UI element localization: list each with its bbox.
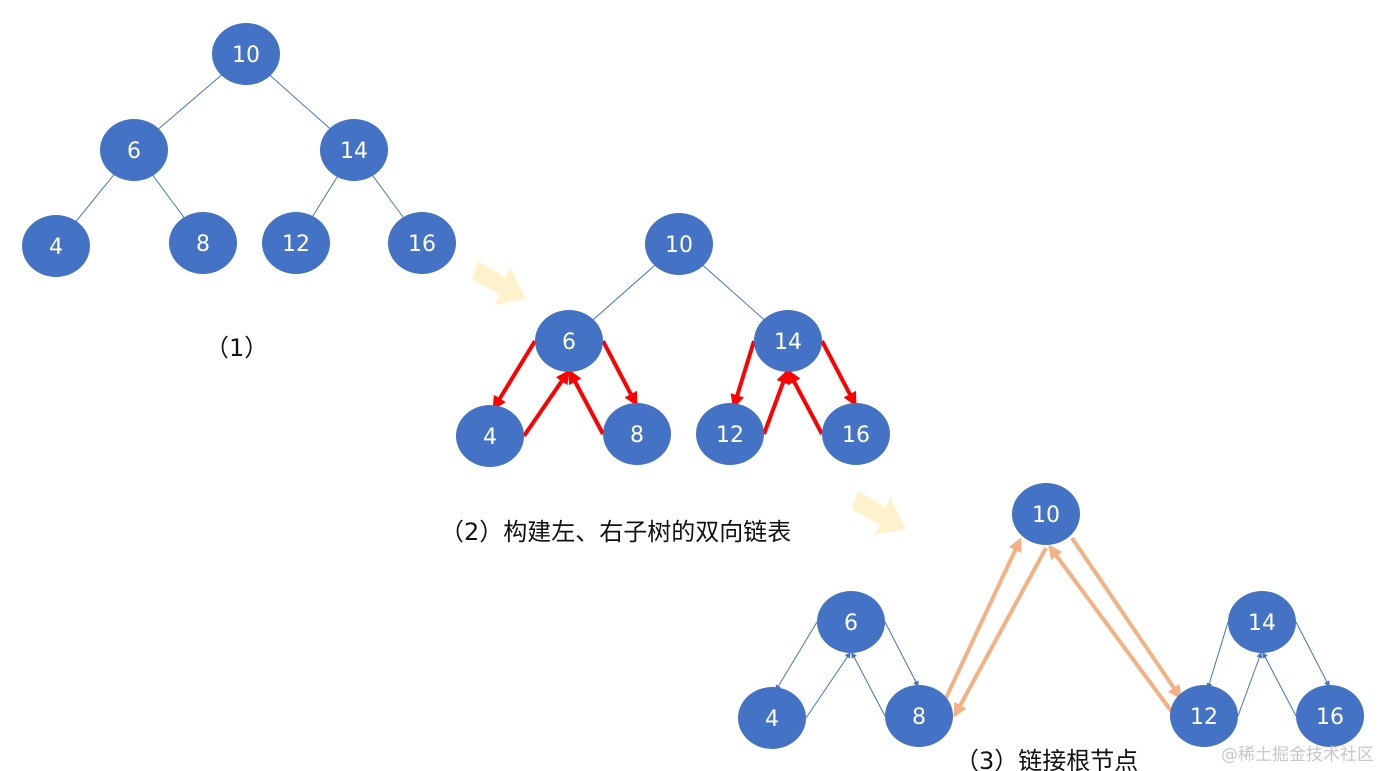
node-label: 4 (483, 425, 497, 450)
caption-step-3: （3）链接根节点 (955, 747, 1139, 771)
node-label: 10 (1032, 503, 1060, 528)
orange-link-arrow (1048, 544, 1174, 714)
tree-node (1170, 685, 1238, 747)
orange-link-arrow (953, 547, 1048, 718)
node-label: 12 (282, 232, 310, 257)
tree-node (100, 119, 168, 181)
step-arrow-icon (472, 261, 526, 305)
red-link-arrow (601, 340, 638, 407)
blue-link-arrow (1206, 621, 1229, 690)
red-link-arrow (762, 369, 790, 435)
node-label: 4 (765, 707, 779, 732)
node-label: 16 (1316, 705, 1344, 730)
node-label: 6 (562, 330, 576, 355)
blue-link-arrow (805, 652, 851, 719)
node-label: 16 (408, 232, 436, 257)
tree-node (320, 119, 388, 181)
node-label: 6 (844, 611, 858, 636)
watermark: @稀土掘金技术社区 (1221, 745, 1374, 765)
tree-node (885, 685, 953, 747)
node-label: 8 (912, 705, 926, 730)
red-link-arrow (787, 369, 824, 435)
tree-node (696, 403, 764, 465)
caption-step-2: （2）构建左、右子树的双向链表 (440, 518, 792, 546)
orange-link-arrow (943, 537, 1022, 701)
blue-link-arrow (1237, 651, 1263, 717)
red-link-arrow (730, 340, 756, 409)
tree-node (822, 403, 890, 465)
tree-node (1228, 591, 1296, 653)
node-label: 12 (716, 423, 744, 448)
blue-link-arrow (851, 651, 886, 717)
blue-link-arrow (775, 621, 818, 692)
tree-node (22, 215, 90, 277)
tree-node (738, 687, 806, 749)
caption-step-1: （1） (205, 334, 269, 362)
tree-node (535, 310, 603, 372)
tree-node (603, 403, 671, 465)
tree-node (169, 212, 237, 274)
tree-node (1012, 483, 1080, 545)
red-link-arrow (522, 369, 570, 438)
node-label: 12 (1190, 705, 1218, 730)
tree-node (817, 591, 885, 653)
blue-link-arrow (1262, 651, 1297, 717)
node-label: 10 (232, 43, 260, 68)
tree-node (754, 310, 822, 372)
node-label: 8 (196, 232, 210, 257)
tree-node (645, 213, 713, 275)
step-arrow-icon (852, 491, 906, 535)
node-label: 14 (1248, 611, 1276, 636)
node-label: 14 (340, 139, 368, 164)
blue-link-arrow (884, 621, 919, 688)
tree-node (1296, 685, 1364, 747)
node-label: 8 (630, 423, 644, 448)
node-label: 4 (49, 235, 63, 260)
blue-link-arrow (1295, 621, 1330, 688)
tree-node (262, 212, 330, 274)
red-link-arrow (492, 339, 537, 411)
node-label: 16 (842, 423, 870, 448)
red-link-arrow (568, 369, 605, 435)
node-label: 10 (665, 233, 693, 258)
tree-node (456, 405, 524, 467)
tree-node (388, 212, 456, 274)
orange-link-arrow (1070, 536, 1182, 700)
node-label: 14 (774, 330, 802, 355)
tree-node (212, 23, 280, 85)
node-label: 6 (127, 139, 141, 164)
red-link-arrow (820, 340, 857, 407)
